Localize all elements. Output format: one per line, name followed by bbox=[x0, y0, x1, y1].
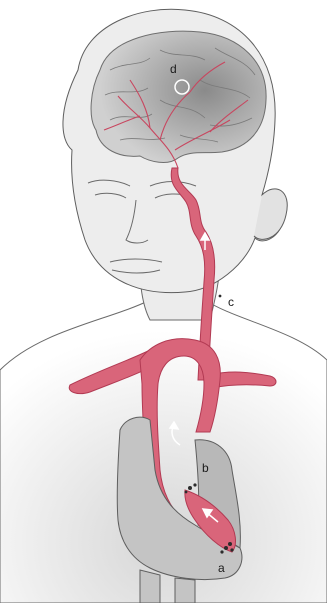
label-c: c bbox=[228, 295, 234, 309]
label-d: d bbox=[170, 62, 177, 76]
label-a: a bbox=[218, 561, 225, 575]
brain bbox=[91, 31, 266, 162]
label-b: b bbox=[202, 461, 209, 475]
